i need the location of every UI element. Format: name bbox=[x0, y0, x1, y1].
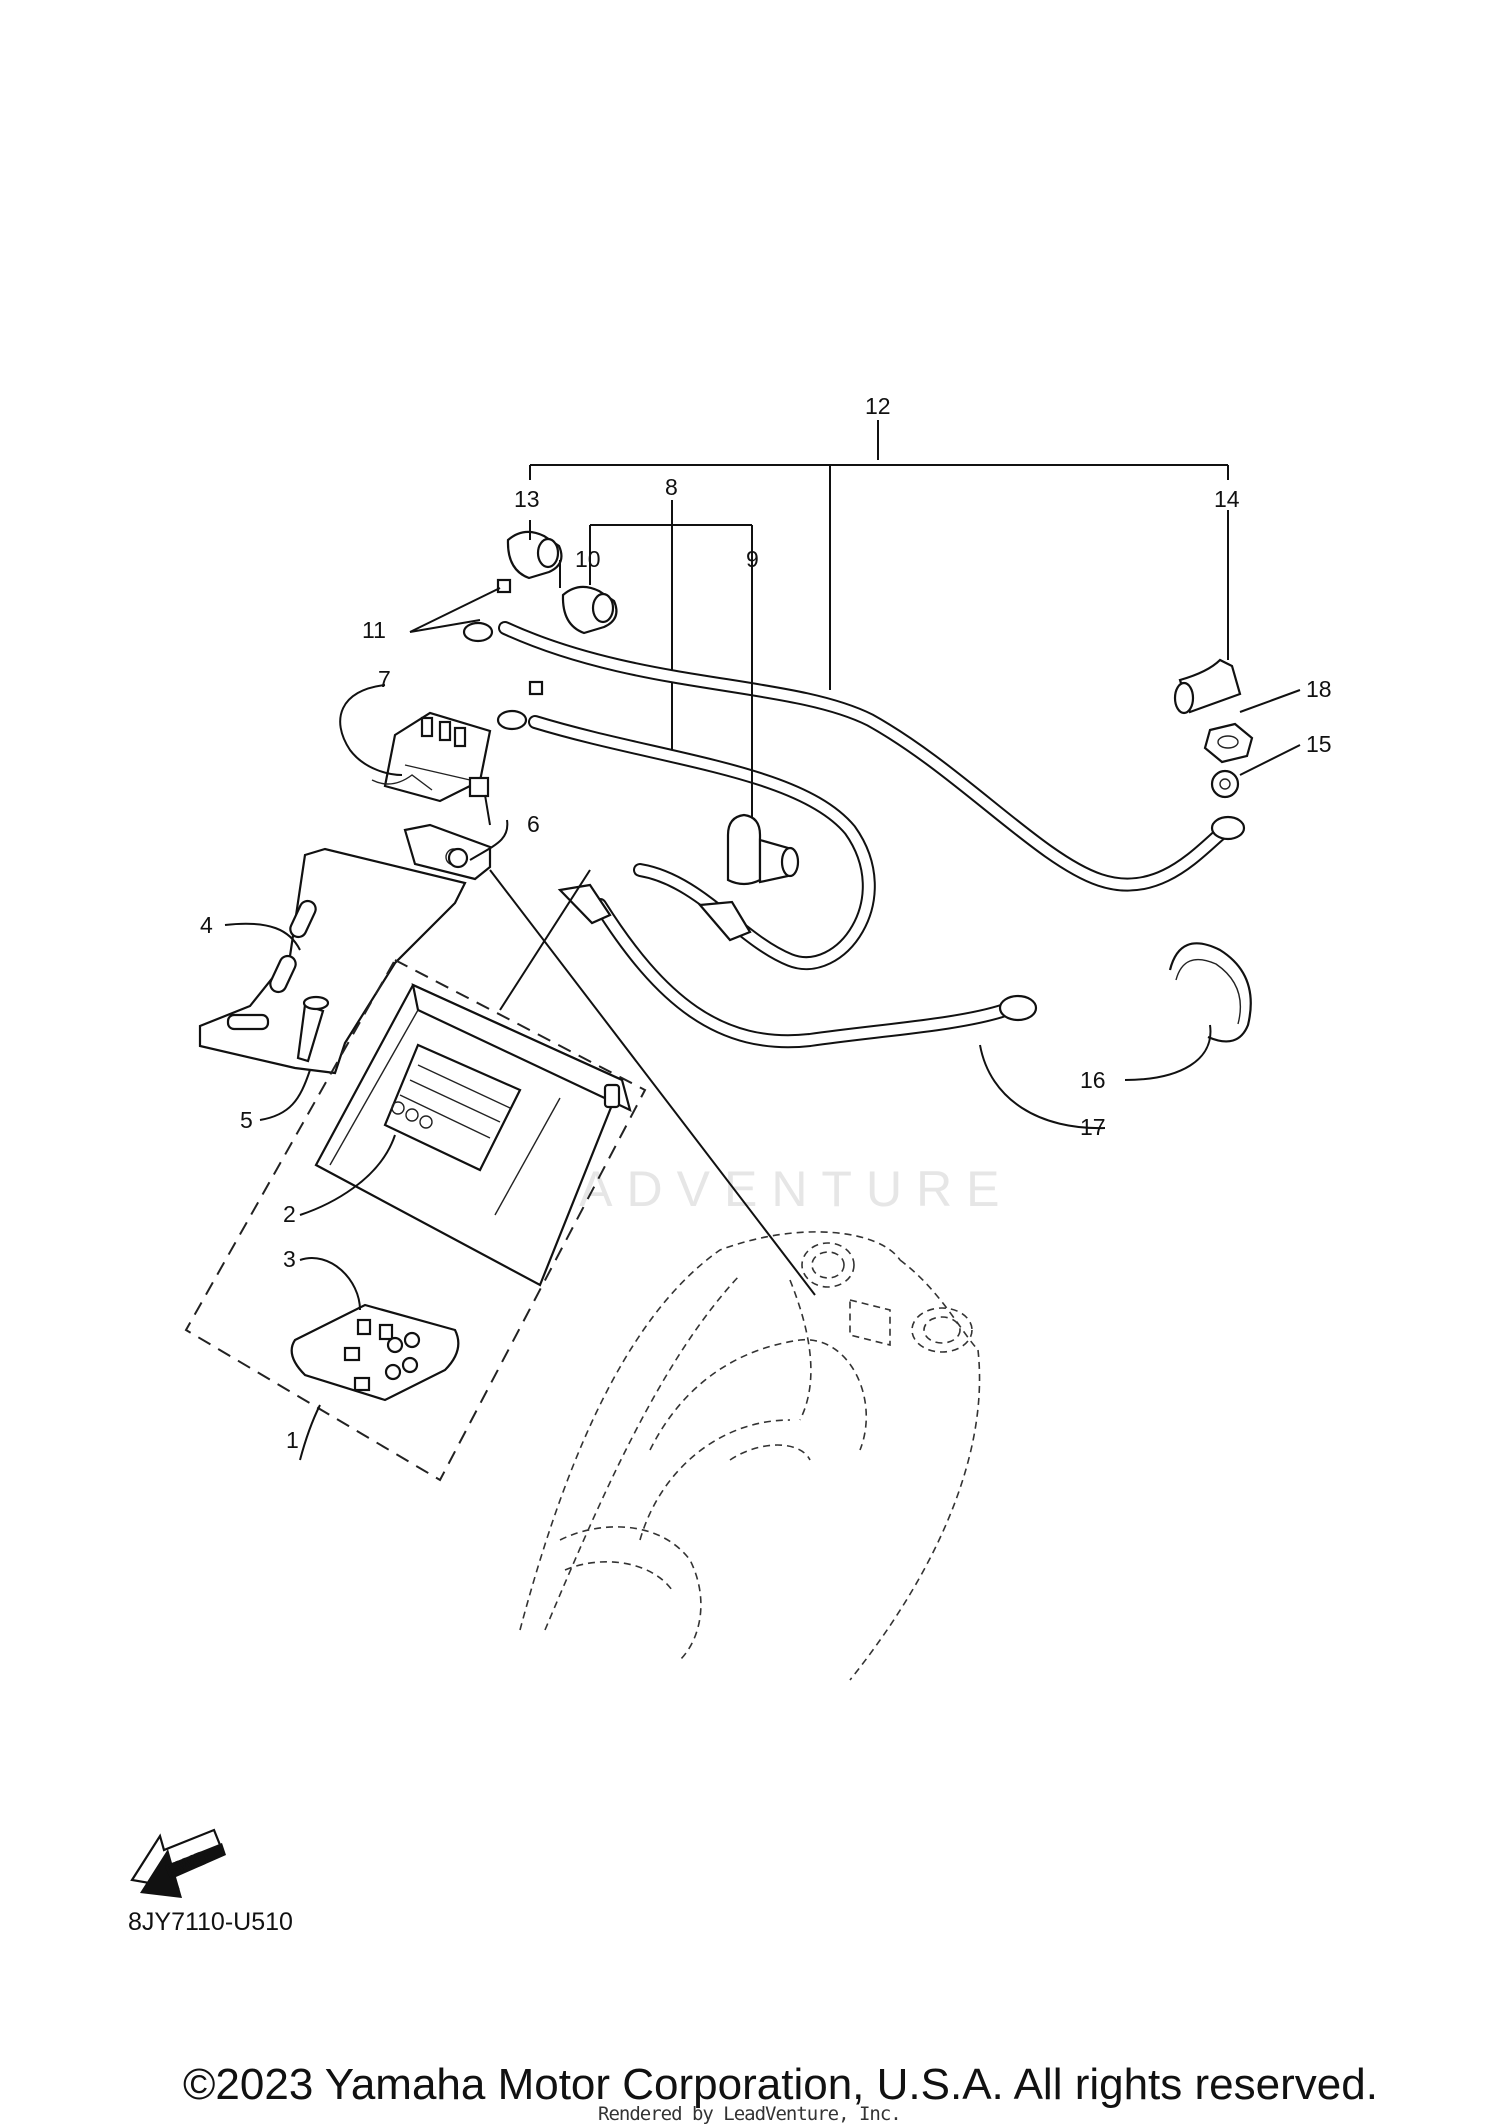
callout-10: 10 bbox=[575, 546, 601, 572]
bolt-5 bbox=[296, 995, 330, 1063]
lock-washer-15 bbox=[1210, 769, 1240, 799]
callout-17: 17 bbox=[1080, 1114, 1106, 1140]
callout-9: 9 bbox=[746, 546, 759, 572]
diagram-code: 8JY7110-U510 bbox=[128, 1908, 293, 1936]
callout-15: 15 bbox=[1306, 731, 1332, 757]
hull-outline bbox=[519, 1231, 981, 1681]
fastener-kit-3 bbox=[290, 1303, 460, 1402]
battery-cable-17 bbox=[557, 883, 1038, 1049]
terminal-cover-14 bbox=[1173, 658, 1242, 715]
group-bracket-12 bbox=[529, 420, 1229, 690]
copyright-notice: ©2023 Yamaha Motor Corporation, U.S.A. A… bbox=[183, 2060, 1378, 2109]
callout-8: 8 bbox=[665, 474, 678, 500]
callout-11: 11 bbox=[362, 617, 386, 643]
callout-2: 2 bbox=[283, 1201, 296, 1227]
terminal-cover-13 bbox=[506, 530, 563, 580]
battery-kit-outline-1 bbox=[184, 958, 647, 1482]
callout-13: 13 bbox=[514, 486, 540, 512]
callout-4: 4 bbox=[200, 912, 213, 938]
callout-14: 14 bbox=[1214, 486, 1240, 512]
clamp-16 bbox=[1168, 942, 1252, 1043]
rendered-by-notice: Rendered by LeadVenture, Inc. bbox=[598, 2103, 902, 2125]
callout-1: 1 bbox=[286, 1427, 299, 1453]
battery-cable-12 bbox=[462, 621, 1246, 892]
callout-7: 7 bbox=[378, 666, 391, 692]
callout-18: 18 bbox=[1306, 676, 1332, 702]
terminal-cover-10 bbox=[561, 585, 618, 635]
nut-18 bbox=[1203, 722, 1254, 764]
callout-16: 16 bbox=[1080, 1067, 1106, 1093]
bracket-4 bbox=[198, 823, 492, 1075]
group-bracket-8 bbox=[589, 500, 753, 755]
callout-labels: 1 2 3 4 5 6 7 8 9 10 11 12 13 14 15 16 1… bbox=[200, 393, 1332, 1453]
nuts-6 bbox=[447, 776, 490, 869]
callout-12: 12 bbox=[865, 393, 891, 419]
battery-2 bbox=[314, 983, 632, 1287]
nuts-11 bbox=[496, 578, 544, 696]
terminal-cover-9 bbox=[726, 813, 800, 886]
leader-lines bbox=[224, 510, 1301, 1461]
fwd-arrow-icon: FWD bbox=[130, 1828, 226, 1898]
callout-5: 5 bbox=[240, 1107, 253, 1133]
callout-6: 6 bbox=[527, 811, 540, 837]
callout-3: 3 bbox=[283, 1246, 296, 1272]
